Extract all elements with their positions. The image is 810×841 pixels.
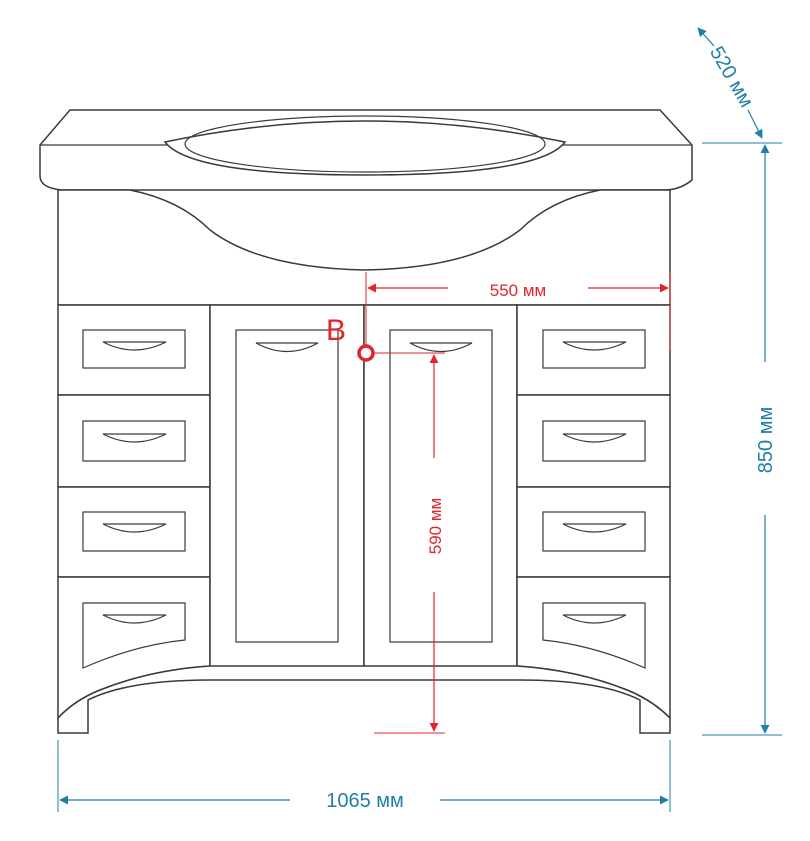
pipe-letter-label: B (326, 314, 346, 347)
width-dimension: 1065 мм (57, 740, 671, 812)
pipe-offset-label: 550 мм (490, 281, 546, 300)
cabinet-upper (57, 189, 671, 306)
right-drawer-column (516, 304, 671, 720)
width-label: 1065 мм (326, 790, 404, 812)
pipe-outlet-circle (357, 344, 375, 362)
cabinet-doors (209, 304, 518, 668)
left-drawer-column (57, 304, 211, 720)
height-label: 850 мм (755, 407, 777, 473)
pipe-height-label: 590 мм (426, 498, 445, 554)
pipe-outlet-marker: B (326, 314, 375, 362)
pipe-height-dimension: 590 мм (374, 352, 445, 734)
depth-label: 520 мм (705, 43, 757, 112)
basin (163, 115, 567, 176)
depth-dimension: 520 мм (697, 27, 763, 139)
cabinet-plinth (57, 665, 671, 734)
pipe-offset-dimension: 550 мм (365, 272, 671, 360)
height-dimension: 850 мм (702, 142, 782, 736)
